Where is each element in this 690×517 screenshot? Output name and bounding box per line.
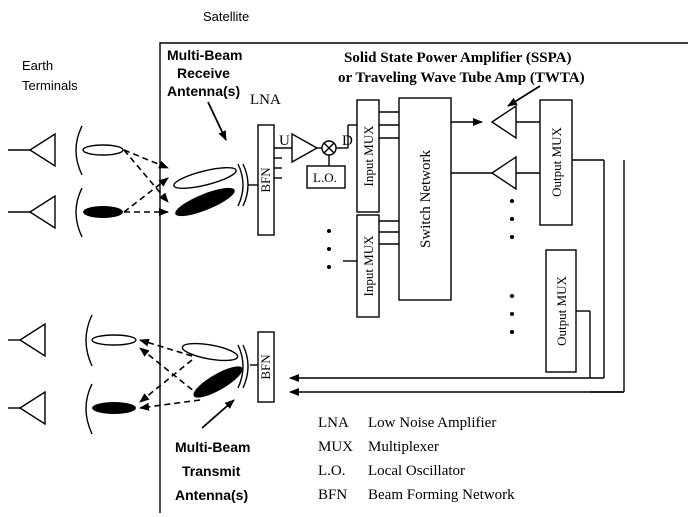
svg-text:Input MUX: Input MUX: [361, 235, 376, 297]
downlink-feed-lines: [289, 160, 625, 396]
amp-title-line2: or Traveling Wave Tube Amp (TWTA): [338, 70, 585, 86]
amp-title-line1: Solid State Power Amplifier (SSPA): [344, 50, 572, 66]
lna-amplifier: [291, 132, 322, 164]
legend-text-mux: Multiplexer: [368, 439, 439, 455]
tx-antenna-label-2: Transmit: [182, 463, 241, 479]
downlink-beams: [139, 338, 201, 411]
legend-text-lna: Low Noise Amplifier: [368, 415, 496, 431]
rx-antenna-pointer: [207, 101, 227, 141]
svg-text:L.O.: L.O.: [313, 170, 337, 185]
satellite-label: Satellite: [203, 9, 249, 24]
tx-antenna-pointer: [201, 399, 235, 429]
legend-text-lo: Local Oscillator: [368, 463, 465, 479]
ellipsis-dots-right: [510, 199, 514, 334]
earth-terminal-2: [8, 187, 123, 238]
mixer: [321, 124, 357, 166]
input-mux-2: Input MUX: [356, 214, 399, 318]
legend-text-bfn: Beam Forming Network: [368, 487, 515, 503]
svg-text:Switch Network: Switch Network: [418, 150, 434, 248]
legend-abbr-lna: LNA: [318, 415, 349, 431]
tx-antenna-label-3: Antenna(s): [175, 487, 248, 503]
svg-text:Input MUX: Input MUX: [361, 125, 376, 187]
output-mux-2: Output MUX: [545, 249, 591, 378]
earth-terminals-label-line2: Terminals: [22, 78, 78, 93]
tx-antenna-label-1: Multi-Beam: [175, 439, 250, 455]
u-label: U: [279, 133, 290, 149]
rx-antenna-label-1: Multi-Beam: [167, 47, 242, 63]
transmit-antenna: [181, 342, 249, 398]
earth-terminals-label-line1: Earth: [22, 58, 53, 73]
earth-terminal-3: [8, 314, 137, 367]
svg-text:BFN: BFN: [258, 167, 273, 193]
earth-terminal-1: [8, 125, 124, 176]
bfn-receive: BFN: [257, 124, 292, 236]
earth-terminal-4: [8, 383, 136, 435]
rx-antenna-label-2: Receive: [177, 65, 230, 81]
legend-abbr-mux: MUX: [318, 439, 353, 455]
legend-abbr-bfn: BFN: [318, 487, 347, 503]
receive-antenna: [173, 163, 258, 217]
output-mux-1: Output MUX: [539, 99, 605, 378]
switch-network: Switch Network: [398, 97, 492, 301]
power-amp-2: [490, 155, 540, 191]
satellite-boundary: [159, 42, 688, 513]
uplink-beams: [123, 149, 169, 216]
svg-text:BFN: BFN: [258, 354, 273, 380]
svg-text:Output MUX: Output MUX: [549, 127, 564, 197]
svg-text:Output MUX: Output MUX: [554, 276, 569, 346]
amp-pointer: [507, 85, 541, 107]
rx-antenna-label-3: Antenna(s): [167, 83, 240, 99]
input-mux-1: Input MUX: [356, 99, 399, 213]
lna-label: LNA: [250, 92, 281, 108]
bfn-transmit: BFN: [250, 331, 275, 403]
legend-abbr-lo: L.O.: [318, 463, 346, 479]
legend: LNA Low Noise Amplifier MUX Multiplexer …: [318, 415, 515, 503]
power-amp-1: [490, 104, 540, 140]
ellipsis-dots-left: [327, 229, 357, 269]
local-oscillator: L.O.: [306, 165, 346, 189]
